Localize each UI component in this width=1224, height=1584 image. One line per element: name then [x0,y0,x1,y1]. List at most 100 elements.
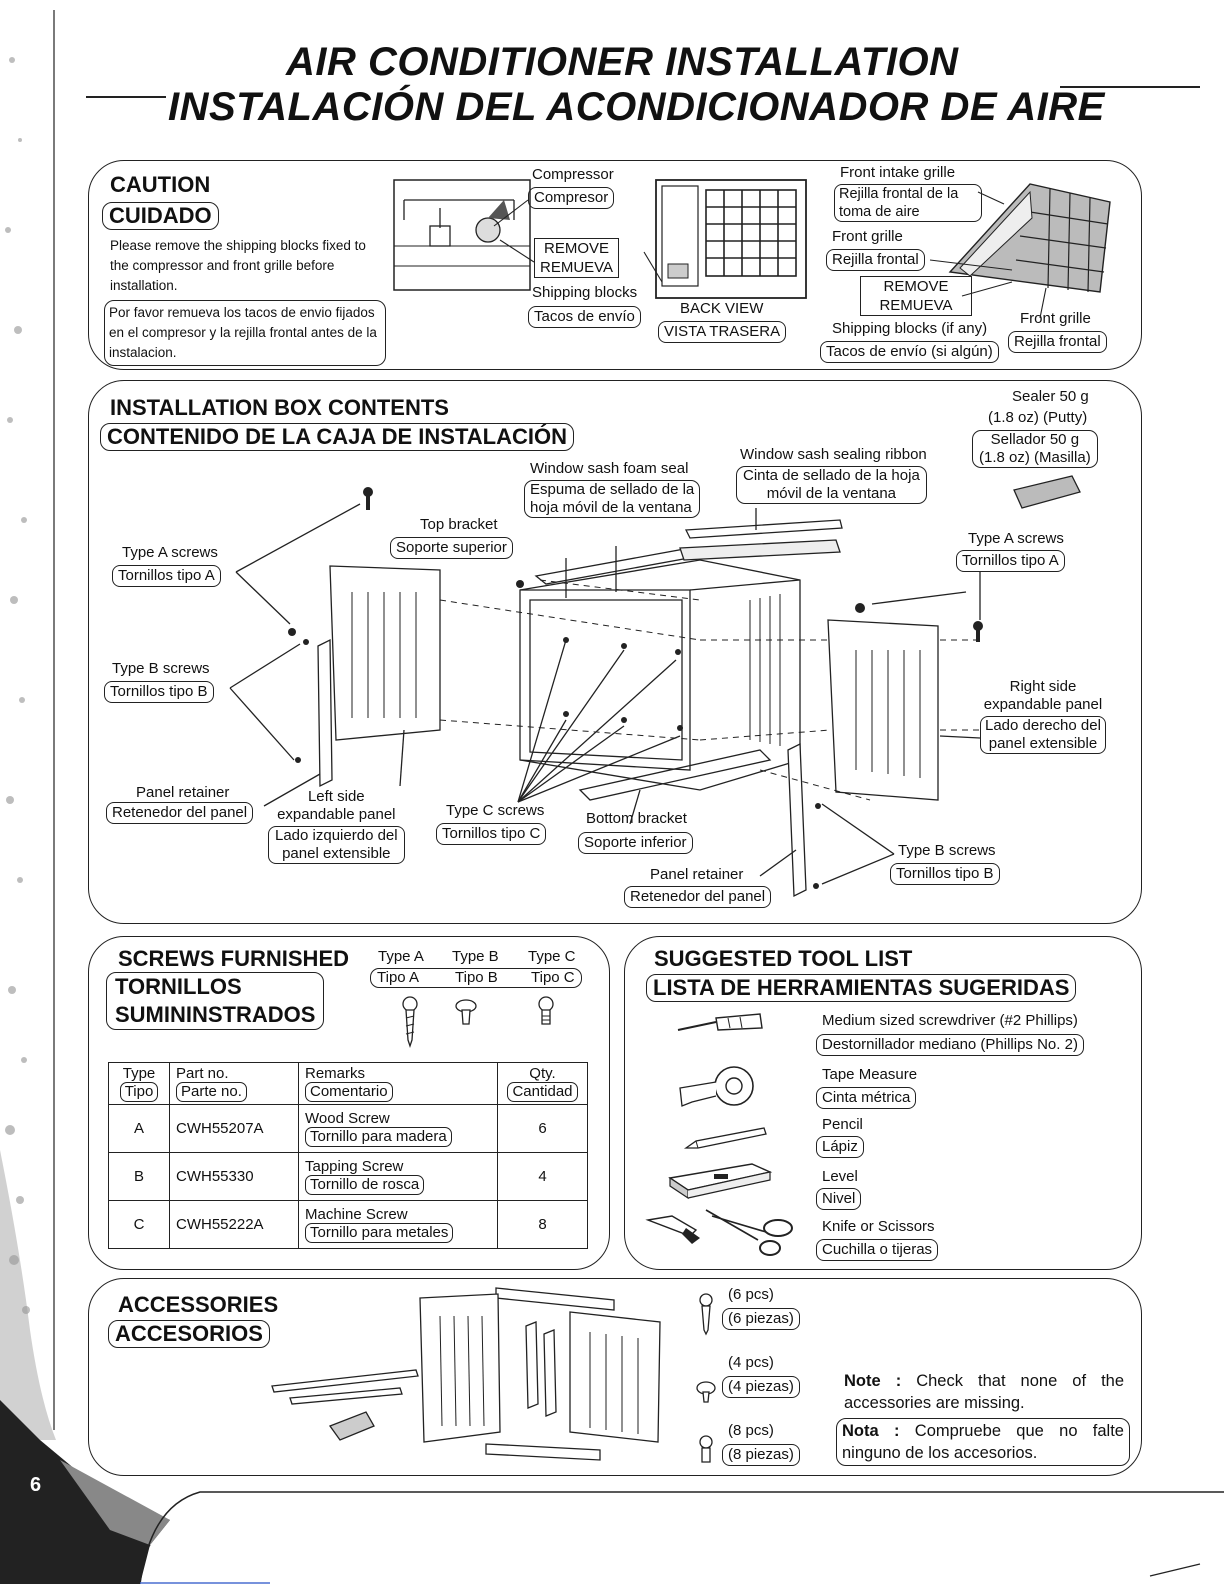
retainer-right-en: Panel retainer [650,866,744,883]
pencil-icon [683,1127,767,1149]
bottom-bracket-en: Bottom bracket [586,810,687,827]
shipping2-en: Shipping blocks (if any) [832,320,988,337]
header-part-es: Parte no. [176,1082,247,1102]
screw-type-b-es: Tipo B [455,969,498,986]
header-part: Part no. Parte no. [169,1062,299,1105]
typeB2-screws-es: Tornillos tipo B [890,863,1000,885]
typeC-screws-es: Tornillos tipo C [436,823,547,845]
sealer-es-box: Sellador 50 g (1.8 oz) (Masilla) [972,430,1098,468]
header-type: Type Tipo [108,1062,170,1105]
screw-types-row-es: Tipo A Tipo B Tipo C [370,968,582,988]
screw-type-c-en: Type C [528,948,576,965]
accessories-title-es: ACCESORIOS [108,1320,270,1348]
back-view-illustration [655,179,807,299]
retainer-left-en: Panel retainer [136,784,230,801]
header-remarks-en: Remarks [305,1065,366,1082]
row-b-remarks-en: Tapping Screw [305,1158,404,1175]
acc-typeC-qty-en: (8 pcs) [728,1422,774,1439]
accessories-illustration [271,1287,661,1461]
right-panel-en-1: Right side [1009,678,1077,695]
sealer-en-2: (1.8 oz) (Putty) [988,409,1088,426]
row-a-type: A [108,1104,170,1153]
screw-type-a-en: Type A [378,948,424,965]
ribbon-es-1: Cinta de sellado de la hoja [743,467,920,484]
row-c-remarks-es: Tornillo para metales [305,1223,454,1243]
typeB-screws-es: Tornillos tipo B [104,681,214,703]
tool-screwdriver-es: Destornillador mediano (Phillips No. 2) [816,1034,1084,1056]
ribbon-es-2: móvil de la ventana [766,485,897,502]
title-rule-right [1060,86,1200,88]
screwdriver-icon [677,1013,763,1031]
left-panel-en-2: expandable panel [277,806,396,823]
bottom-bracket-es: Soporte inferior [578,832,693,854]
remove-label-en: REMOVE [544,240,610,257]
screw-type-a-es: Tipo A [377,969,419,986]
sealer-en-1: Sealer 50 g [1012,388,1089,405]
screws-table: Type Tipo Part no. Parte no. Remarks Com… [108,1062,588,1249]
typeA2-screws-en: Type A screws [968,530,1064,547]
table-row: C CWH55222A Machine Screw Tornillo para … [108,1200,588,1249]
front-grille2-es: Rejilla frontal [1008,331,1107,353]
screws-title-en: SCREWS FURNISHED [118,946,350,971]
front-grille-en: Front grille [832,228,903,245]
note-en: Note : Check that none of the accessorie… [844,1370,1124,1414]
tape-measure-icon [679,1066,754,1107]
typeB-screws-en: Type B screws [112,660,210,677]
header-type-es: Tipo [119,1082,159,1102]
table-row: A CWH55207A Wood Screw Tornillo para mad… [108,1104,588,1153]
row-b-remarks: Tapping Screw Tornillo de rosca [298,1152,498,1201]
header-part-en: Part no. [176,1065,229,1082]
remove2-label-en: REMOVE [883,278,949,295]
page-title-es: INSTALACIÓN DEL ACONDICIONADOR DE AIRE [168,85,1105,129]
screw-type-icons [402,996,554,1049]
shipping-blocks-en: Shipping blocks [532,284,638,301]
acc-typeA-qty-en: (6 pcs) [728,1286,774,1303]
acc-typeA-qty-es: (6 piezas) [722,1308,800,1330]
caution-text-en: Please remove the shipping blocks fixed … [110,238,366,293]
caution-text-es: Por favor remueva los tacos de envio fij… [104,300,386,366]
retainer-right-es: Retenedor del panel [624,886,772,908]
top-bracket-en: Top bracket [420,516,498,533]
row-b-type: B [108,1152,170,1201]
back-view-en: BACK VIEW [680,300,764,317]
remove2-label: REMOVE REMUEVA [860,276,972,316]
right-panel-en-2: expandable panel [983,696,1103,713]
ribbon-en: Window sash sealing ribbon [740,446,927,463]
tools-panel [624,936,1142,1270]
shipping-blocks-es: Tacos de envío [528,306,641,328]
row-a-remarks-en: Wood Screw [305,1110,390,1127]
left-panel-en-1: Left side [307,788,365,805]
row-c-remarks-en: Machine Screw [305,1206,408,1223]
accessories-title-en: ACCESSORIES [118,1292,279,1317]
binding-edge [0,0,56,1584]
row-c-qty: 8 [497,1200,588,1249]
row-a-remarks: Wood Screw Tornillo para madera [298,1104,498,1153]
note-es-text: Compruebe que no falte ninguno de los ac… [842,1422,1124,1462]
accessory-screw-icons [696,1293,716,1463]
sealer-es-1: Sellador 50 g [990,431,1080,448]
tool-pencil-en: Pencil [822,1116,863,1133]
typeC-screws-en: Type C screws [446,802,545,819]
shipping2-es: Tacos de envío (si algún) [820,341,999,363]
screws-title-es-box: TORNILLOS SUMININSTRADOS [106,972,325,1030]
tool-knife-en: Knife or Scissors [822,1218,935,1235]
front-grille-es: Rejilla frontal [826,249,925,271]
foam-es-box: Espuma de sellado de la hoja móvil de la… [524,480,701,518]
header-type-en: Type [122,1065,156,1082]
caution-leader-lines [493,191,1047,319]
compressor-illustration [393,179,531,291]
tool-tape-es: Cinta métrica [816,1087,917,1109]
tool-screwdriver-en: Medium sized screwdriver (#2 Phillips) [822,1012,1078,1029]
retainer-left-es: Retenedor del panel [106,802,254,824]
row-c-type: C [108,1200,170,1249]
note-en-text: Check that none of the accessories are m… [844,1372,1124,1412]
foam-es-2: hoja móvil de la ventana [530,499,692,516]
screws-table-header: Type Tipo Part no. Parte no. Remarks Com… [108,1062,588,1105]
right-panel-es-box: Lado derecho del panel extensible [980,716,1106,754]
note-en-label: Note : [844,1372,902,1390]
screw-type-c-es: Tipo C [531,969,575,986]
caution-title-en: CAUTION [110,172,211,197]
compressor-label-es: Compresor [528,187,615,209]
exploded-assembly-diagram [229,475,1081,898]
